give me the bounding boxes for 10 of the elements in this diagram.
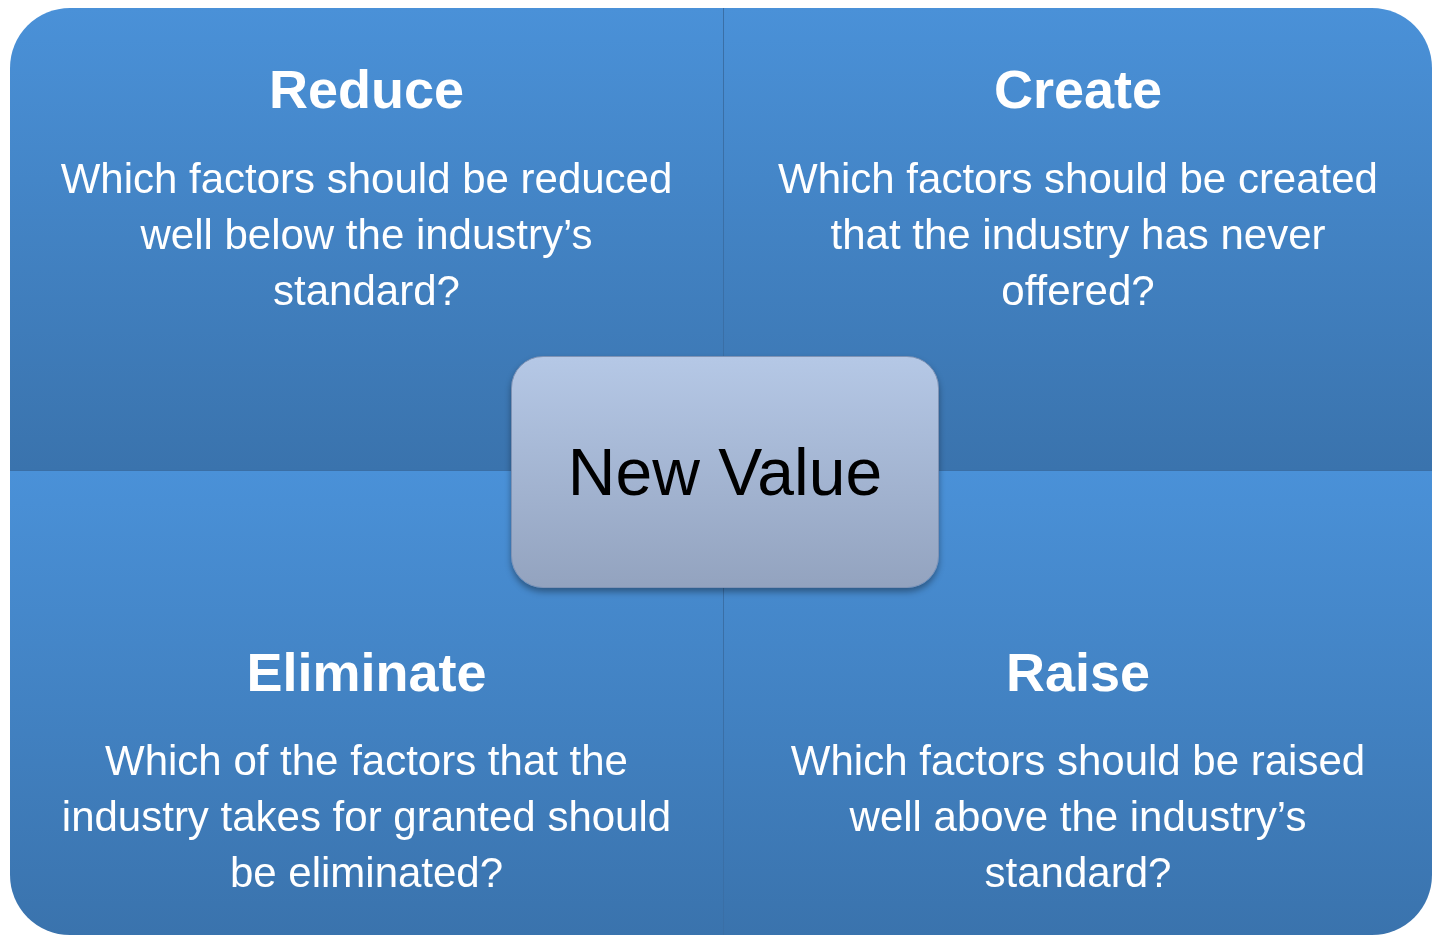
center-box [511, 356, 939, 588]
question-text: Which factors should be raised well above the industry’s standard? [789, 736, 1367, 898]
question-text: Which of the factors that the industry takes for granted should be eliminated? [60, 736, 673, 898]
question-text: Which factors should be created that the industry has never offered? [777, 154, 1379, 316]
center-label: New Value [567, 434, 883, 510]
quadrant-heading: Reduce [267, 58, 466, 120]
question-text: Which factors should be reduced well below the industry’s standard? [59, 154, 674, 316]
quadrant-heading: Eliminate [245, 641, 488, 703]
quadrant-heading: Raise [1004, 641, 1152, 703]
quadrant-heading: Create [992, 58, 1164, 120]
